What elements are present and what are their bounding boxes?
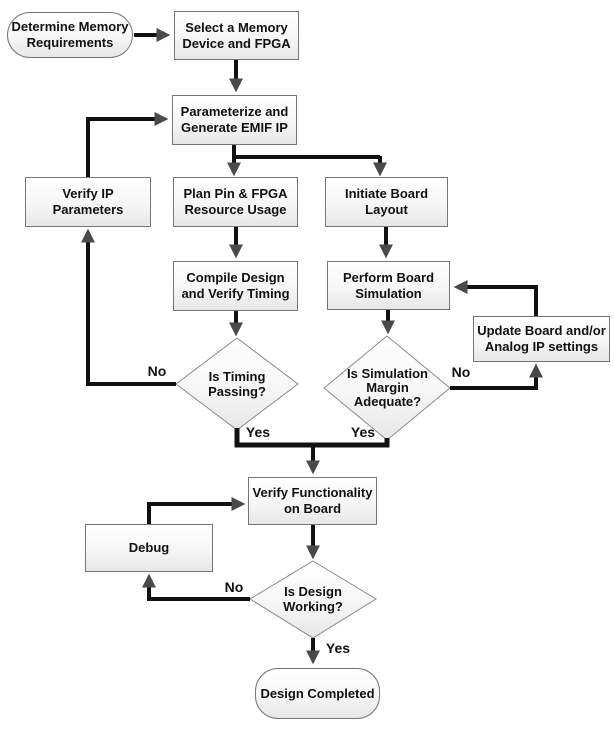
edge-label-simulation-yes: Yes bbox=[350, 424, 376, 440]
arrow-timing-no-to-verifyip bbox=[81, 228, 176, 386]
node-design-completed: Design Completed bbox=[255, 668, 380, 719]
line-parameterize-split bbox=[232, 145, 380, 159]
edge-label-design-no: No bbox=[224, 579, 244, 595]
decision-simulation-label: Is Simulation Margin Adequate? bbox=[347, 366, 428, 409]
node-initiate-board: Initiate Board Layout bbox=[325, 177, 448, 227]
node-update-board: Update Board and/or Analog IP settings bbox=[473, 316, 610, 362]
decision-design-label: Is Design Working? bbox=[283, 584, 343, 614]
node-parameterize: Parameterize and Generate EMIF IP bbox=[172, 95, 297, 145]
arrow-simulation-no-to-update bbox=[450, 363, 543, 390]
node-select-device: Select a Memory Device and FPGA bbox=[174, 11, 299, 60]
decision-timing-label: Is Timing Passing? bbox=[208, 369, 266, 399]
edge-label-design-yes: Yes bbox=[325, 640, 351, 656]
edge-label-timing-yes: Yes bbox=[245, 424, 271, 440]
node-compile-design: Compile Design and Verify Timing bbox=[173, 261, 298, 311]
node-verify-functionality: Verify Functionality on Board bbox=[248, 477, 377, 525]
edge-label-timing-no: No bbox=[147, 363, 167, 379]
arrow-verifyip-to-parameterize bbox=[86, 112, 169, 177]
node-perform-simulation: Perform Board Simulation bbox=[327, 261, 450, 310]
node-verify-ip: Verify IP Parameters bbox=[25, 177, 151, 227]
node-plan-pin: Plan Pin & FPGA Resource Usage bbox=[173, 177, 298, 227]
arrow-update-to-simulation bbox=[453, 280, 538, 316]
arrow-debug-to-verifyfunc bbox=[147, 497, 246, 524]
arrow-design-no-to-debug bbox=[142, 573, 250, 601]
node-debug: Debug bbox=[85, 524, 213, 572]
edge-label-simulation-no: No bbox=[451, 364, 471, 380]
node-determine-memory: Determine Memory Requirements bbox=[7, 12, 133, 58]
